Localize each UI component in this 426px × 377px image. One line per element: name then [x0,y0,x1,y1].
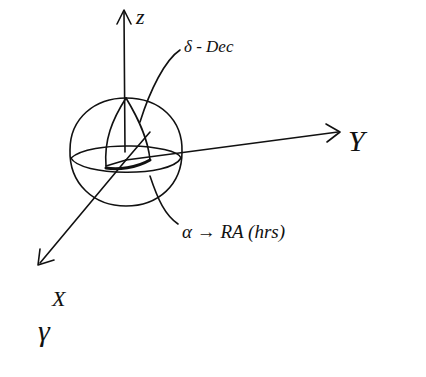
x-axis [40,160,126,263]
radius-line [126,132,150,160]
leader-line [140,50,180,122]
axis-label: γ [38,316,50,346]
leader-line [150,176,178,224]
arrow-head [38,249,54,265]
axis-label: α → RA (hrs) [182,222,285,241]
ra-arc [106,160,150,169]
sphere-outline [70,98,182,206]
meridian-arc [106,98,126,166]
axis-label: Y [348,126,365,156]
axis-label: z [136,6,145,28]
y-axis [126,132,338,160]
axis-label: X [52,288,65,310]
z-axis [124,12,125,152]
axis-label: δ - Dec [184,38,233,55]
arrow-head [326,124,340,142]
arrow-head [117,10,131,24]
meridian-arc [126,98,150,160]
